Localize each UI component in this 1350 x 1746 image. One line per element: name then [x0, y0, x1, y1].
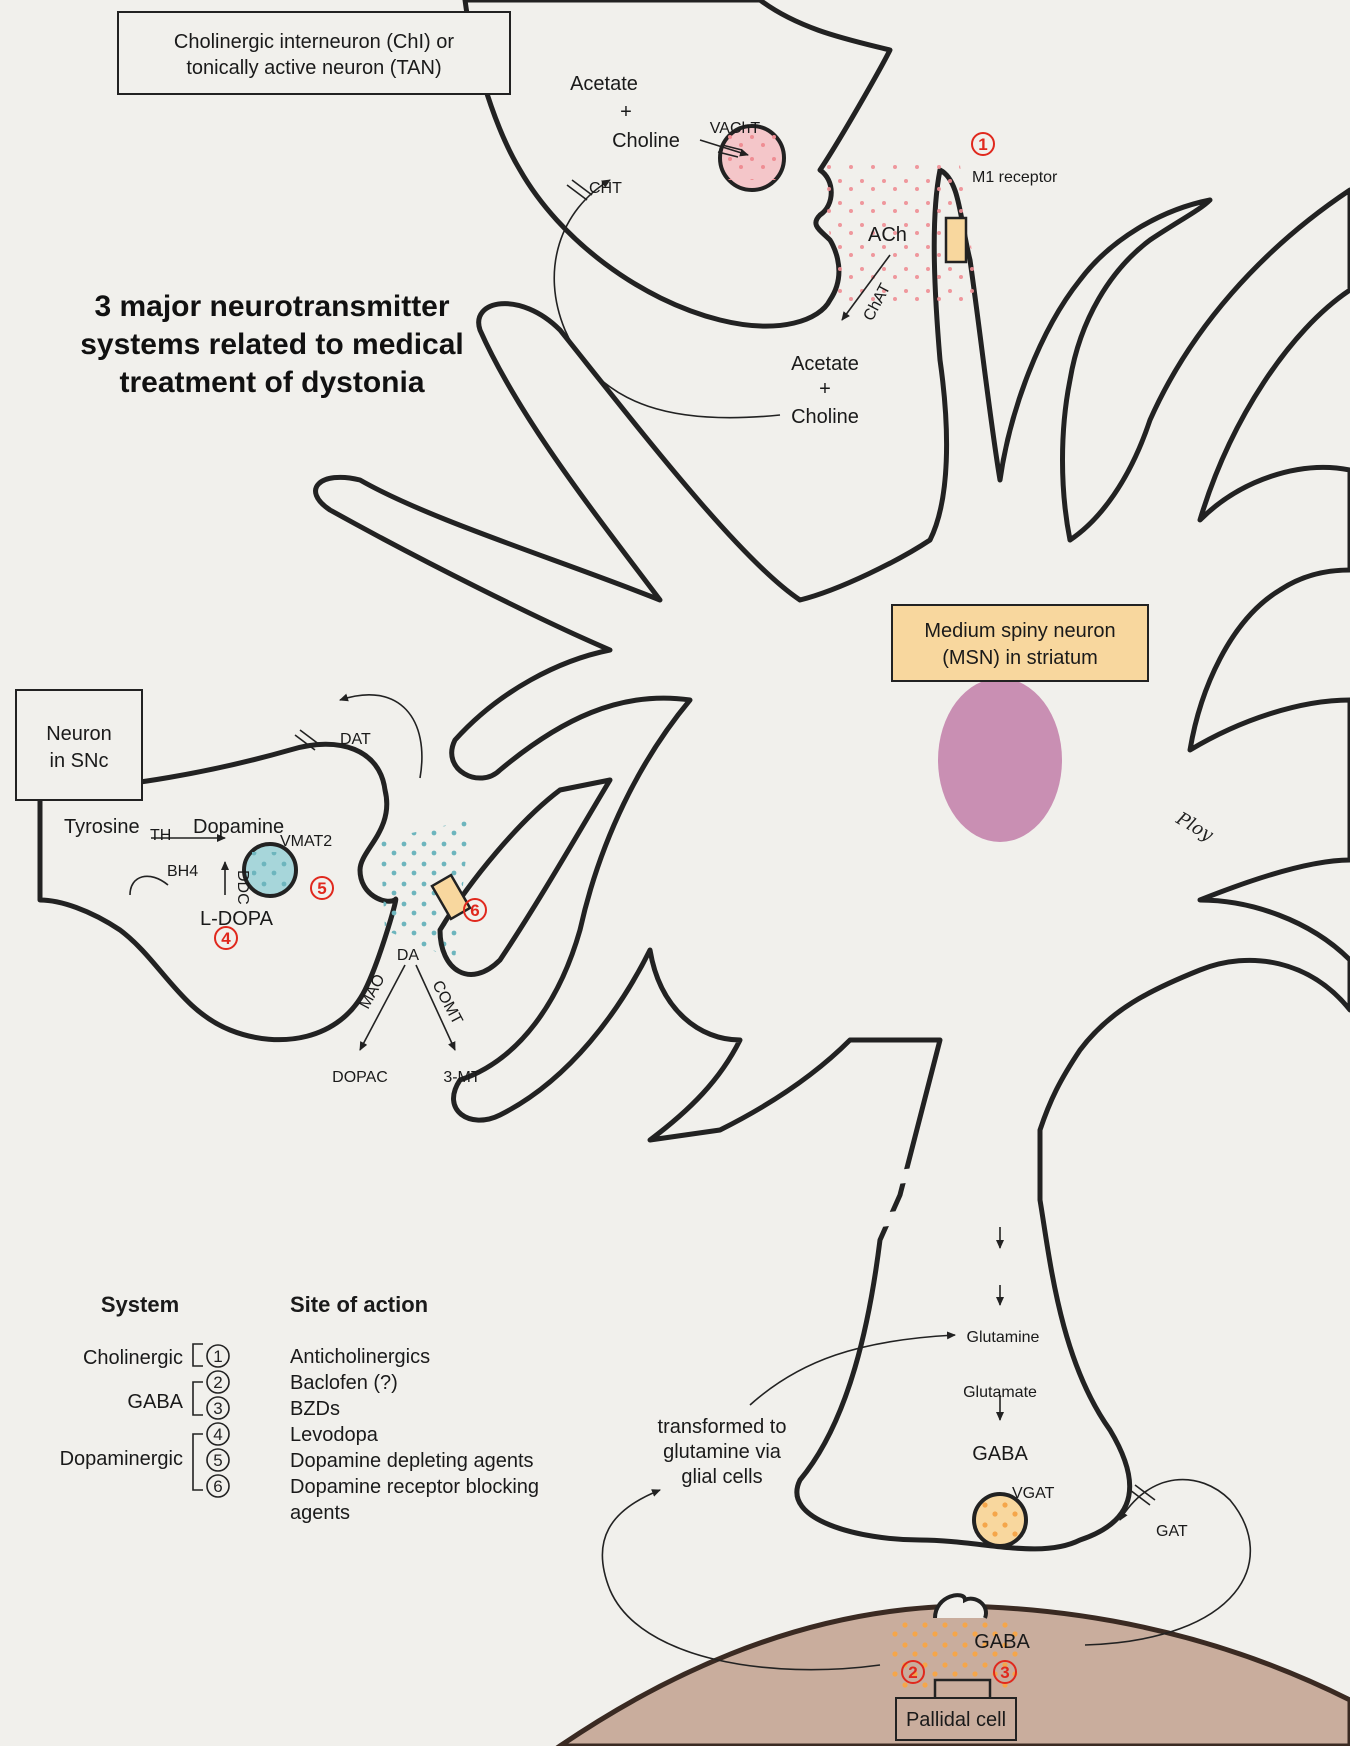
cht-label: CHT — [589, 180, 622, 197]
acetate-label-2: Acetate — [791, 353, 859, 375]
vgat-label: VGAT — [1012, 1485, 1055, 1502]
choline-label: Choline — [612, 130, 680, 152]
th-label: TH — [150, 827, 171, 844]
site-1-marker — [971, 132, 995, 156]
legend-system-gaba: GABA — [127, 1391, 183, 1413]
legend-site-bzds: BZDs — [290, 1398, 340, 1420]
svg-text:2: 2 — [908, 1663, 917, 1682]
legend-site-blocking-cont: agents — [290, 1502, 350, 1524]
m1-receptor-label: M1 receptor — [972, 169, 1058, 186]
figure-title-line-2: systems related to medical — [80, 328, 464, 361]
site-2-marker — [901, 1660, 925, 1684]
legend-number-2: 2 — [213, 1373, 222, 1392]
legend-site-blocking: Dopamine receptor blocking — [290, 1476, 539, 1498]
choline-label-2: Choline — [791, 406, 859, 428]
glia-note-line-1: transformed to — [658, 1416, 787, 1438]
msn-nucleus — [938, 678, 1062, 842]
legend-number-6: 6 — [213, 1477, 222, 1496]
gaba-terminal — [890, 1492, 1028, 1702]
svg-text:3: 3 — [1000, 1663, 1009, 1682]
dopac-label: DOPAC — [332, 1069, 388, 1086]
ach-label: ACh — [868, 224, 907, 246]
msn-box-line-1: Medium spiny neuron — [924, 620, 1115, 642]
svg-text:1: 1 — [978, 135, 987, 154]
site-4-marker — [214, 926, 238, 950]
chi-box-line-2: tonically active neuron (TAN) — [186, 57, 441, 79]
msn-label-box — [891, 604, 1149, 682]
da-label: DA — [397, 947, 420, 964]
legend-site-levodopa: Levodopa — [290, 1424, 379, 1446]
legend: System Site of action Cholinergic GABA D… — [60, 1292, 539, 1524]
pallidal-cell-label: Pallidal cell — [906, 1709, 1006, 1731]
legend-number-4: 4 — [213, 1425, 222, 1444]
msn-neuron — [313, 167, 1350, 1552]
legend-site-anticholinergics: Anticholinergics — [290, 1346, 430, 1368]
figure-title-line-3: treatment of dystonia — [119, 366, 424, 399]
site-6-marker — [463, 898, 487, 922]
gaba-cleft-label: GABA — [974, 1631, 1030, 1653]
snc-box-line-2: in SNc — [50, 750, 109, 772]
figure-title-line-1: 3 major neurotransmitter — [94, 290, 449, 323]
snc-label-box — [15, 689, 143, 801]
dopamine-receptor — [430, 873, 472, 921]
legend-number-3: 3 — [213, 1399, 222, 1418]
legend-site-header: Site of action — [290, 1292, 428, 1317]
snc-box-line-1: Neuron — [46, 723, 112, 745]
pallidal-cell-label-box — [895, 1697, 1017, 1741]
glia-note-line-3: glial cells — [681, 1466, 762, 1488]
ldopa-label: L-DOPA — [200, 908, 274, 930]
site-3-marker — [993, 1660, 1017, 1684]
dopamine-label: Dopamine — [193, 816, 284, 838]
ddc-label: DDC — [234, 870, 251, 905]
glutamate-label: Glutamate — [963, 1384, 1037, 1401]
plus-label-2: + — [819, 378, 831, 400]
chi-label-box — [117, 11, 511, 95]
glutamine-label: Glutamine — [967, 1329, 1040, 1346]
cholinergic-neuron — [462, 0, 980, 329]
legend-system-dopaminergic: Dopaminergic — [60, 1448, 183, 1470]
legend-system-cholinergic: Cholinergic — [83, 1347, 183, 1369]
svg-text:4: 4 — [221, 929, 231, 948]
vmat2-label: VMAT2 — [280, 833, 332, 850]
legend-site-depleting: Dopamine depleting agents — [290, 1450, 534, 1472]
dat-label: DAT — [340, 731, 371, 748]
legend-system-header: System — [101, 1292, 179, 1317]
pathway-arrows — [129, 139, 1252, 1671]
glia-note-line-2: glutamine via — [663, 1441, 782, 1463]
chi-box-line-1: Cholinergic interneuron (ChI) or — [174, 31, 454, 53]
snc-neuron — [37, 741, 613, 1043]
bh4-label: BH4 — [167, 863, 198, 880]
site-5-marker — [310, 876, 334, 900]
acetate-label: Acetate — [570, 73, 638, 95]
gat-label: GAT — [1156, 1523, 1188, 1540]
vacht-label: VAChT — [710, 120, 761, 137]
legend-site-baclofen: Baclofen (?) — [290, 1372, 398, 1394]
msn-box-line-2: (MSN) in striatum — [942, 647, 1098, 669]
legend-number-1: 1 — [213, 1347, 222, 1366]
plus-label: + — [620, 101, 632, 123]
svg-text:6: 6 — [470, 901, 479, 920]
3mt-label: 3-MT — [443, 1069, 481, 1086]
artist-signature: Ploy — [1172, 808, 1218, 847]
legend-number-5: 5 — [213, 1451, 222, 1470]
m1-receptor — [944, 216, 968, 264]
gaba-label: GABA — [972, 1443, 1028, 1465]
tyrosine-label: Tyrosine — [64, 816, 140, 838]
svg-text:5: 5 — [317, 879, 326, 898]
